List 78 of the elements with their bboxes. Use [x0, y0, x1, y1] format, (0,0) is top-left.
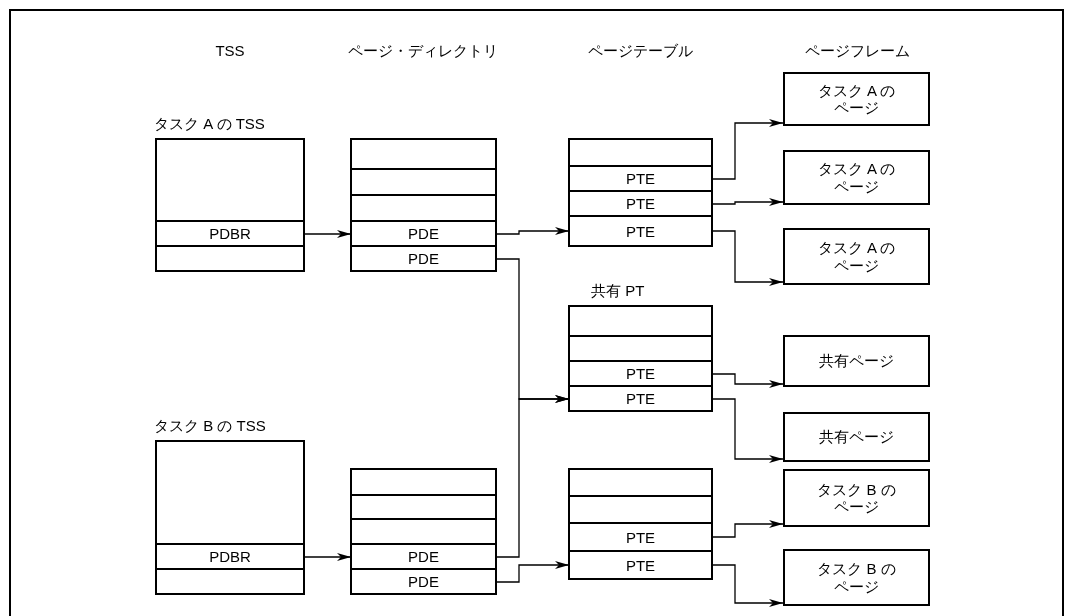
page-frame-box: [783, 469, 930, 527]
arrow: [711, 520, 784, 538]
table-row: [351, 221, 496, 246]
page-frame-box: [783, 150, 930, 205]
table-row: [156, 221, 304, 246]
column-heading: ページテーブル: [587, 42, 693, 61]
frame-label: タスク A のページ: [816, 239, 897, 274]
table-row: [569, 216, 712, 246]
table-row: [569, 306, 712, 336]
table-row: [569, 361, 712, 386]
table-row: [569, 386, 712, 411]
entry-label: PTE: [625, 222, 656, 240]
arrow: [495, 561, 570, 583]
entry-label: PDE: [408, 573, 439, 590]
arrow: [711, 230, 784, 286]
table-row: [569, 551, 712, 579]
page-frame-box: [783, 412, 930, 462]
arrow: [711, 373, 784, 388]
table-row: [351, 246, 496, 271]
frame-label: タスク A のページ: [816, 160, 897, 195]
table-box: [350, 138, 497, 272]
table-row: [156, 441, 304, 544]
arrow: [303, 230, 352, 238]
table-row: [351, 139, 496, 169]
table-heading: タスク A の TSS: [154, 115, 265, 134]
table-row: [351, 495, 496, 519]
table-row: [569, 139, 712, 166]
frame-label: タスク B のページ: [816, 480, 897, 516]
entry-label: PTE: [625, 556, 656, 574]
frame-label: 共有ページ: [819, 352, 894, 370]
arrow: [495, 395, 570, 558]
column-heading: ページ・ディレクトリ: [348, 42, 498, 61]
entry-label: PTE: [625, 390, 656, 407]
table-row: [569, 469, 712, 496]
entry-label: PTE: [625, 365, 656, 382]
entry-label: PTE: [625, 170, 656, 187]
arrow: [711, 119, 784, 180]
entry-label: PDBR: [209, 225, 251, 242]
table-row: [569, 166, 712, 191]
arrow: [495, 227, 570, 235]
entry-label: PDE: [408, 250, 439, 267]
page-frame-box: [783, 228, 930, 285]
page-frame-box: [783, 335, 930, 387]
table-row: [351, 169, 496, 195]
entry-label: PDE: [408, 548, 439, 565]
table-row: [351, 519, 496, 544]
table-row: [351, 544, 496, 569]
table-row: [156, 246, 304, 271]
entry-label: PDE: [408, 225, 439, 242]
column-heading: TSS: [215, 42, 245, 59]
table-row: [156, 569, 304, 594]
frame-label: 共有ページ: [819, 428, 894, 446]
arrow: [711, 564, 784, 607]
entry-label: PTE: [625, 195, 656, 212]
table-row: [351, 195, 496, 221]
frame-label: タスク B のページ: [816, 560, 897, 595]
table-row: [351, 569, 496, 594]
entry-label: PDBR: [209, 548, 251, 565]
table-heading: 共有 PT: [591, 282, 645, 301]
table-box: [568, 468, 713, 580]
arrow: [711, 198, 784, 206]
table-row: [156, 544, 304, 569]
table-row: [569, 523, 712, 551]
page-frame-box: [783, 549, 930, 606]
table-row: [351, 469, 496, 495]
arrow: [711, 398, 784, 463]
arrow: [303, 553, 352, 561]
column-heading: ページフレーム: [804, 42, 910, 61]
table-row: [569, 496, 712, 523]
entry-label: PTE: [625, 528, 656, 546]
table-row: [156, 139, 304, 221]
table-box: [568, 138, 713, 247]
table-box: [350, 468, 497, 595]
table-heading: タスク B の TSS: [154, 417, 266, 436]
table-row: [569, 191, 712, 216]
page-frame-box: [783, 72, 930, 126]
frame-label: タスク A のページ: [816, 81, 897, 117]
table-row: [569, 336, 712, 361]
